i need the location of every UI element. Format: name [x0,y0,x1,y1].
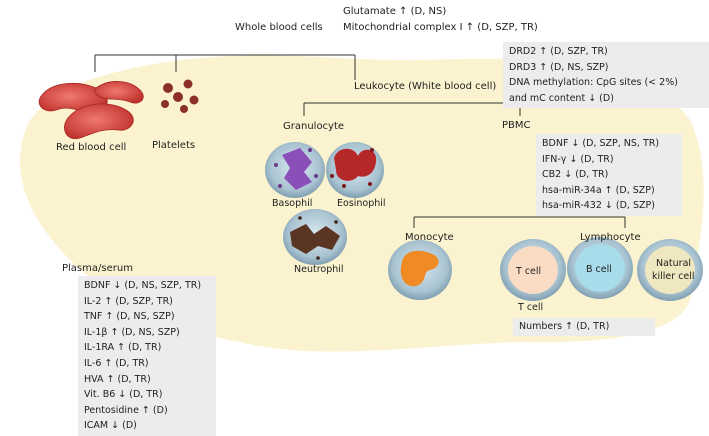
plasma-marker: ICAM ↓ (D) [84,420,137,432]
pbmc-marker: hsa-miR-432 ↓ (D, SZP) [542,200,655,212]
nk-cell-label-line1: Natural [656,258,692,269]
pbmc-marker: CB2 ↓ (D, TR) [542,169,609,181]
tcell-numbers-marker: Numbers ↑ (D, TR) [519,321,610,332]
t-cell-inner-label: T cell [516,266,542,277]
pbmc-marker: hsa-miR-34a ↑ (D, SZP) [542,184,655,196]
whole-blood-cells-label: Whole blood cells [235,22,323,33]
leukocyte-marker: and mC content ↓ (D) [509,92,614,104]
whole-blood-marker: Glutamate ↑ (D, NS) [343,6,447,17]
basophil-label: Basophil [272,198,313,209]
tree-connectors [94,54,626,228]
monocyte-label: Monocyte [405,232,454,243]
neutrophil-label: Neutrophil [294,264,344,275]
plasma-marker-box: BDNF ↓ (D, NS, SZP, TR) IL-2 ↑ (D, SZP, … [78,276,216,436]
pbmc-marker-box: BDNF ↓ (D, SZP, NS, TR) IFN-γ ↓ (D, TR) … [536,134,682,216]
basophil-graphic [265,142,325,198]
red-blood-cell-label: Red blood cell [56,142,127,153]
leukocyte-label: Leukocyte (White blood cell) [354,81,497,92]
nk-cell-graphic [637,239,703,301]
lymphocyte-label: Lymphocyte [580,232,641,243]
plasma-serum-title: Plasma/serum [62,263,133,274]
t-cell-label: T cell [518,302,544,313]
platelets-label: Platelets [152,140,196,151]
plasma-marker: BDNF ↓ (D, NS, SZP, TR) [84,280,202,291]
plasma-marker: Pentosidine ↑ (D) [84,404,168,416]
b-cell-graphic [567,237,633,299]
leukocyte-marker: DNA methylation: CpG sites (< 2%) [509,77,678,89]
granulocyte-label: Granulocyte [283,121,345,132]
pbmc-marker: BDNF ↓ (D, SZP, NS, TR) [542,138,660,149]
plasma-marker: IL-1RA ↑ (D, TR) [84,342,162,354]
plasma-marker: IL-2 ↑ (D, SZP, TR) [84,295,173,307]
leukocyte-marker-box: DRD2 ↑ (D, SZP, TR) DRD3 ↑ (D, NS, SZP) … [503,42,709,109]
plasma-marker: Vit. B6 ↓ (D, TR) [84,389,163,401]
eosinophil-label: Eosinophil [337,198,386,209]
neutrophil-graphic [283,209,347,265]
pbmc-marker: IFN-γ ↓ (D, TR) [542,153,614,165]
pbmc-label: PBMC [502,120,531,131]
whole-blood-marker: Mitochondrial complex I ↑ (D, SZP, TR) [343,22,538,33]
t-cell-graphic [500,239,566,301]
plasma-marker: TNF ↑ (D, NS, SZP) [84,311,175,323]
platelets-graphic [161,79,199,113]
monocyte-graphic [388,240,452,300]
eosinophil-graphic [326,142,384,198]
plasma-marker: HVA ↑ (D, TR) [84,373,151,385]
plasma-marker: IL-1β ↑ (D, NS, SZP) [84,326,180,338]
leukocyte-marker: DRD2 ↑ (D, SZP, TR) [509,46,608,57]
tcell-numbers-box: Numbers ↑ (D, TR) [513,318,655,336]
plasma-marker: IL-6 ↑ (D, TR) [84,357,149,369]
red-blood-cell-graphic [38,81,144,140]
b-cell-label: B cell [586,264,612,275]
leukocyte-marker: DRD3 ↑ (D, NS, SZP) [509,61,609,73]
nk-cell-label-line2: killer cell [652,271,695,282]
